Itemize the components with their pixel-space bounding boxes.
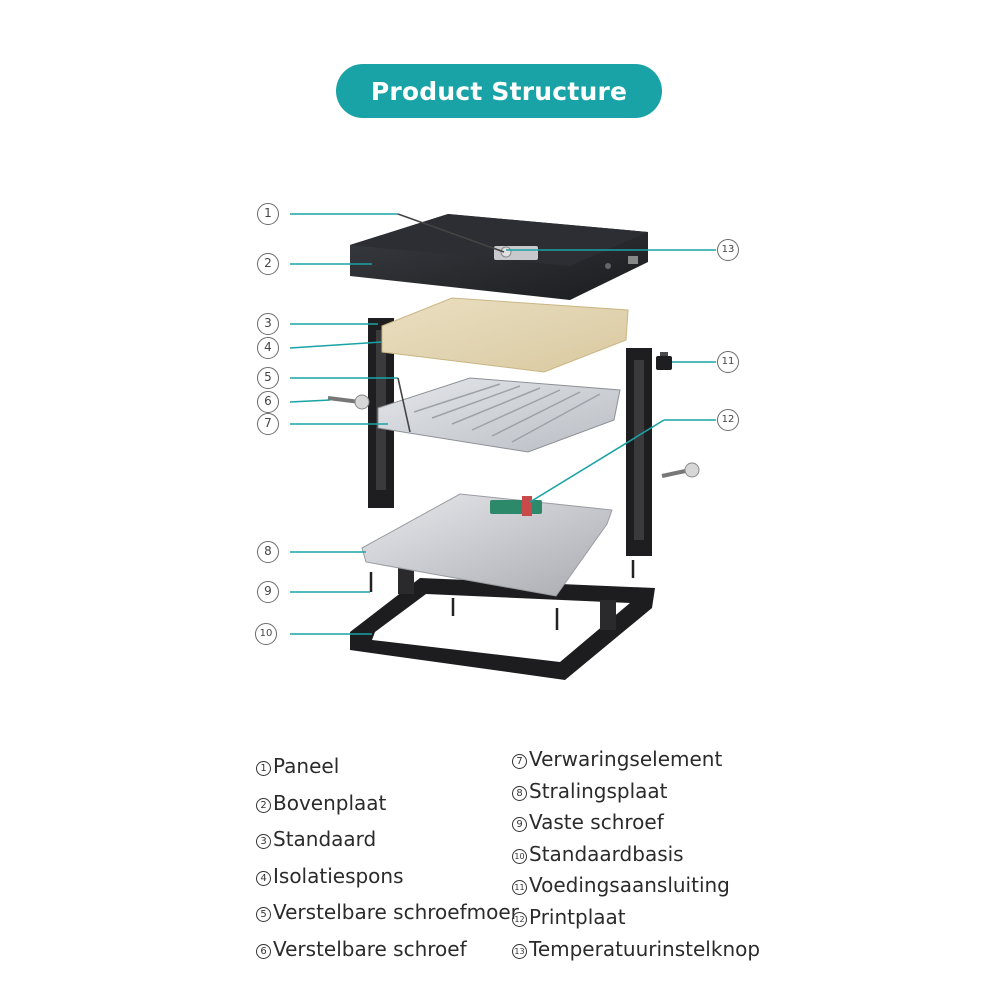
right-stand — [626, 348, 652, 556]
heating-ribs — [413, 383, 601, 443]
callout-1: 1 — [257, 203, 279, 225]
callout-7: 7 — [257, 413, 279, 435]
callout-10: 10 — [255, 623, 277, 645]
heating-element — [377, 377, 621, 453]
callout-6: 6 — [257, 391, 279, 413]
stand-base-frame — [350, 568, 655, 680]
adjustable-screw-left — [327, 394, 370, 410]
title-badge: Product Structure — [336, 64, 662, 118]
radiation-plate — [361, 493, 613, 597]
fixed-screws — [369, 560, 635, 630]
page-title: Product Structure — [370, 76, 628, 106]
insulation-sponge — [381, 297, 629, 373]
callout-2: 2 — [257, 253, 279, 275]
circuit-board — [490, 496, 542, 516]
callout-12: 12 — [717, 409, 739, 431]
callout-8: 8 — [257, 541, 279, 563]
exploded-view-illustration — [289, 213, 716, 680]
top-plate — [350, 214, 648, 300]
callout-4: 4 — [257, 337, 279, 359]
callout-11: 11 — [717, 351, 739, 373]
leader-lines — [289, 213, 716, 635]
callout-5: 5 — [257, 367, 279, 389]
callout-3: 3 — [257, 313, 279, 335]
callout-13: 13 — [717, 239, 739, 261]
callout-9: 9 — [257, 581, 279, 603]
power-connector — [656, 352, 672, 370]
adjustable-screw-right — [661, 462, 700, 478]
